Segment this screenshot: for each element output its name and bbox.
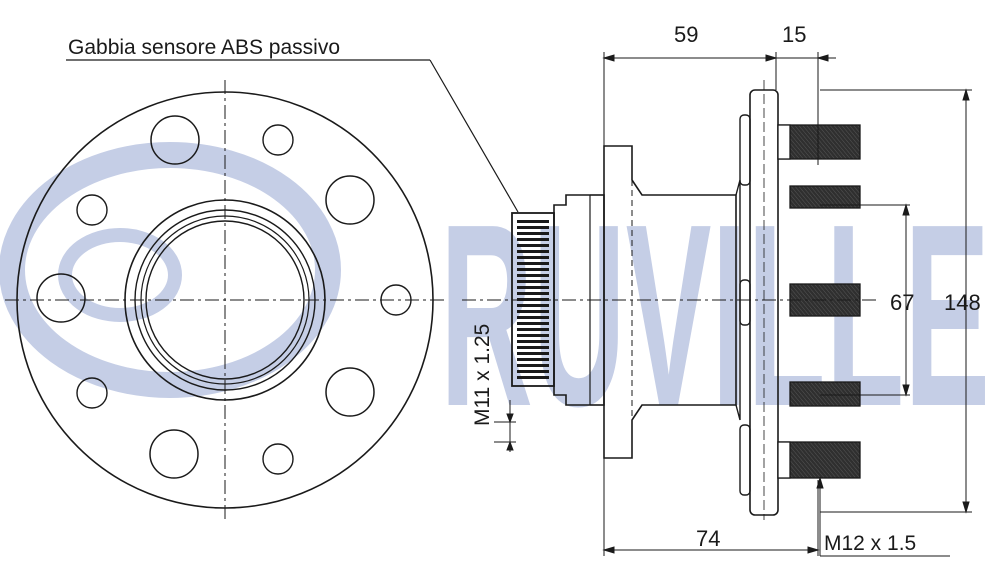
dim-15: 15 <box>782 22 806 47</box>
abs-tooth <box>517 340 549 343</box>
watermark-logo-inner <box>58 228 182 322</box>
abs-tooth <box>517 346 549 349</box>
mount-hole <box>76 377 108 409</box>
hub-center-spline <box>145 220 305 380</box>
abs-tooth <box>517 304 549 307</box>
hub-front-view <box>5 80 445 520</box>
abs-tooth <box>517 310 549 313</box>
dimension-labels: 59 15 74 67 148 M12 x 1.5 M11 x 1.25 <box>471 22 981 555</box>
label-thread-m12: M12 x 1.5 <box>824 532 916 555</box>
abs-sensor-label: Gabbia sensore ABS passivo <box>68 36 340 59</box>
hub-side-view <box>462 80 880 520</box>
abs-tooth <box>517 256 549 259</box>
abs-tooth <box>517 262 549 265</box>
abs-tooth <box>517 226 549 229</box>
abs-tooth <box>517 238 549 241</box>
abs-tooth <box>517 220 549 223</box>
dimension-lines <box>494 52 972 557</box>
abs-leader-line <box>429 59 519 213</box>
dim-67: 67 <box>890 290 914 315</box>
stud-hole <box>325 367 375 417</box>
abs-tooth <box>517 328 549 331</box>
watermark-logo-ring <box>0 142 341 398</box>
abs-tooth <box>517 352 549 355</box>
mount-hole <box>262 124 294 156</box>
stud-hole <box>149 429 199 479</box>
abs-tooth <box>517 292 549 295</box>
abs-tooth <box>517 316 549 319</box>
abs-tone-ring-teeth <box>517 220 549 379</box>
abs-tooth <box>517 280 549 283</box>
abs-tooth <box>517 358 549 361</box>
abs-tooth <box>517 274 549 277</box>
wheel-stud <box>789 185 861 209</box>
abs-tooth <box>517 232 549 235</box>
stud-hole <box>150 115 200 165</box>
label-thread-m11: M11 x 1.25 <box>471 324 494 426</box>
stud-hole <box>325 175 375 225</box>
stud-hole <box>36 273 86 323</box>
abs-tooth <box>517 370 549 373</box>
abs-tooth <box>517 334 549 337</box>
wheel-stud <box>777 441 861 479</box>
dim-74: 74 <box>696 526 720 551</box>
abs-sensor-callout: Gabbia sensore ABS passivo <box>66 36 519 213</box>
dim-59: 59 <box>674 22 698 47</box>
abs-tooth <box>517 250 549 253</box>
abs-tooth <box>517 268 549 271</box>
abs-tooth <box>517 286 549 289</box>
mount-hole <box>76 194 108 226</box>
abs-tooth <box>517 364 549 367</box>
abs-tooth <box>517 244 549 247</box>
mount-hole <box>262 443 294 475</box>
abs-tooth <box>517 322 549 325</box>
abs-tooth <box>517 376 549 379</box>
dim-148: 148 <box>944 290 981 315</box>
wheel-stud <box>789 381 861 407</box>
wheel-stud <box>777 124 861 160</box>
